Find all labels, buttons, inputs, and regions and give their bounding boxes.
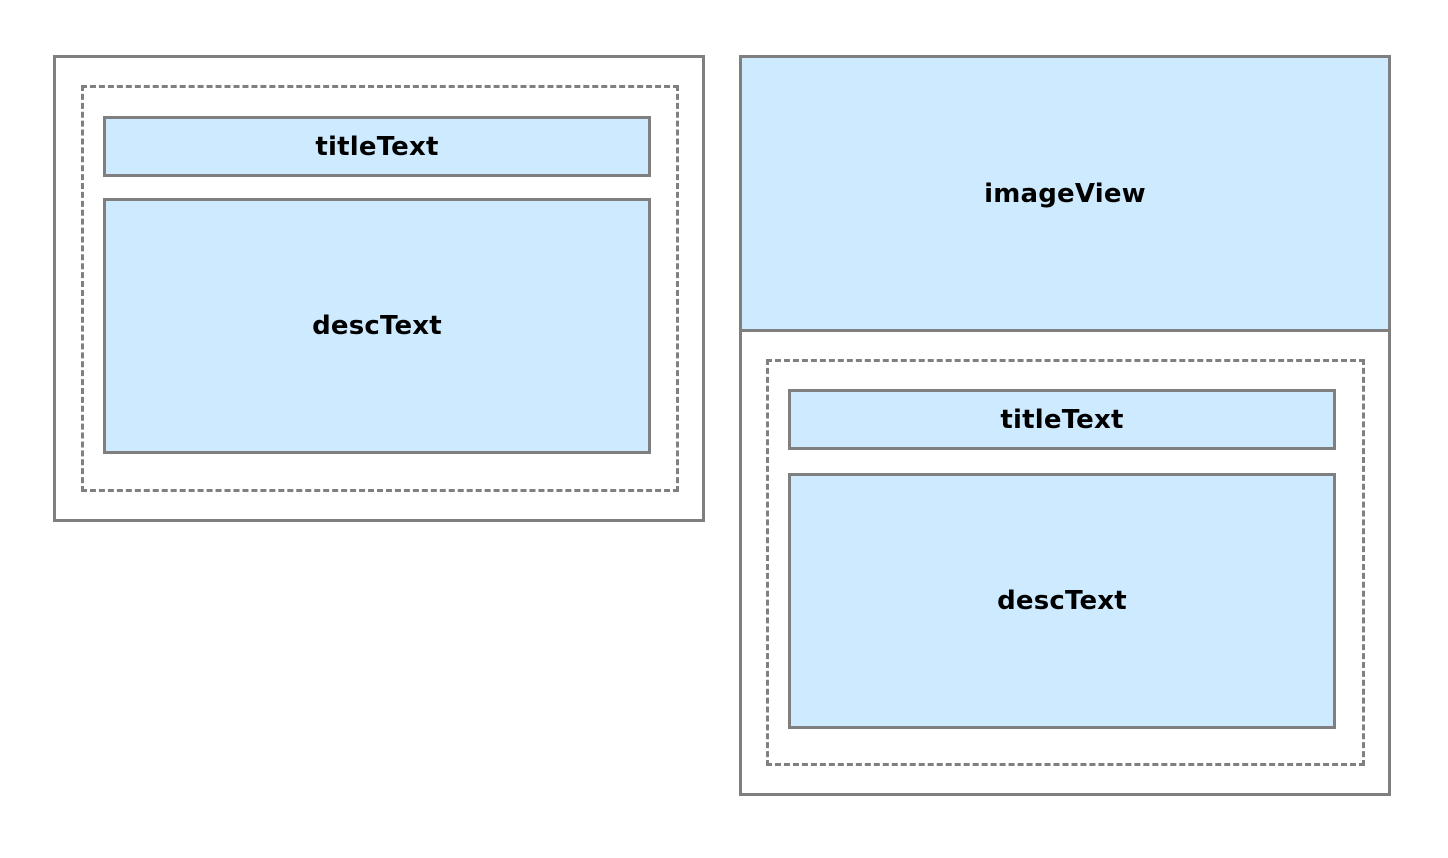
image-view-label: imageView xyxy=(984,178,1146,209)
desc-text-label-left: descText xyxy=(312,311,442,341)
text-container-left xyxy=(81,85,679,492)
title-text-view-right: titleText xyxy=(788,389,1336,450)
image-view: imageView xyxy=(739,55,1391,332)
title-text-view-left: titleText xyxy=(103,116,651,177)
desc-text-view-left: descText xyxy=(103,198,651,454)
text-container-right xyxy=(766,359,1365,766)
desc-text-label-right: descText xyxy=(997,586,1127,616)
title-text-label-right: titleText xyxy=(1000,404,1124,435)
title-text-label-left: titleText xyxy=(315,131,439,162)
desc-text-view-right: descText xyxy=(788,473,1336,729)
